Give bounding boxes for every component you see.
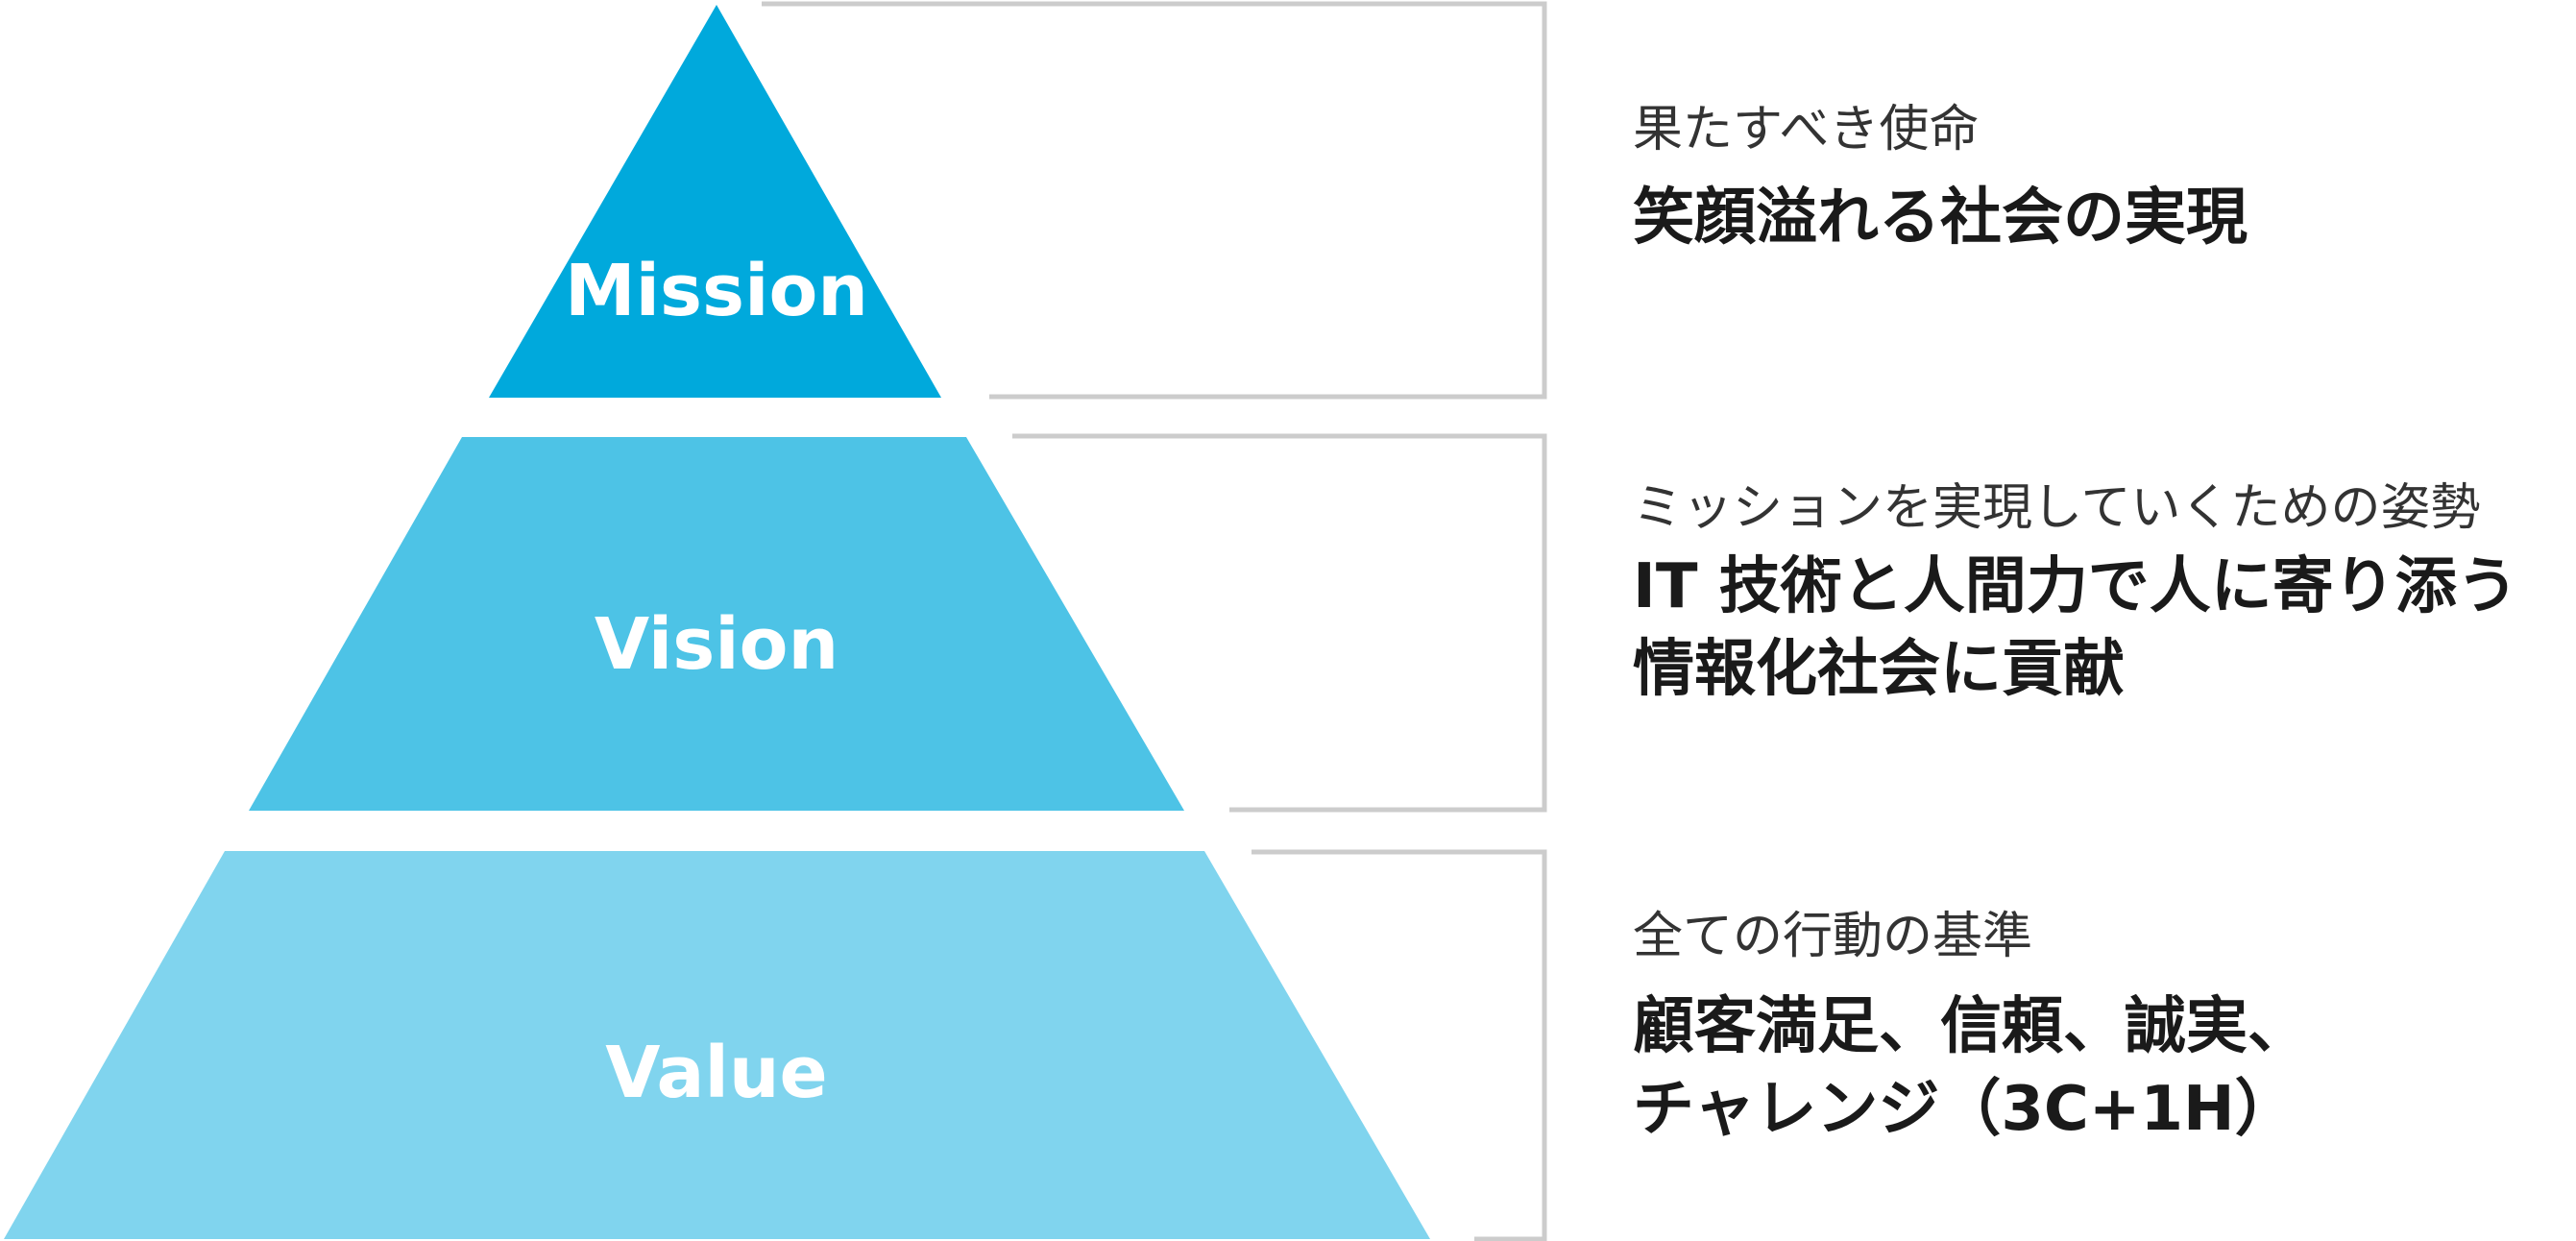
vision-tier <box>249 437 1184 811</box>
mission-description: 果たすべき使命 笑顔溢れる社会の実現 <box>1633 100 2248 259</box>
value-statement-line: チャレンジ（3C+1H） <box>1633 1074 2297 1145</box>
value-bracket <box>1252 849 1547 1241</box>
mission-statement-line: 笑顔溢れる社会の実現 <box>1633 182 2248 254</box>
vision-description: ミッションを実現していくための姿勢 IT 技術と人間力で人に寄り添う 情報化社会… <box>1633 478 2518 711</box>
vision-label: Vision <box>595 603 838 686</box>
value-statement: 顧客満足、信頼、誠実、 チャレンジ（3C+1H） <box>1633 986 2309 1151</box>
mission-statement: 笑顔溢れる社会の実現 <box>1633 177 2248 259</box>
value-description: 全ての行動の基準 顧客満足、信頼、誠実、 チャレンジ（3C+1H） <box>1633 907 2309 1151</box>
vision-statement-line: IT 技術と人間力で人に寄り添う <box>1633 551 2518 622</box>
vision-subtitle: ミッションを実現していくための姿勢 <box>1633 479 2481 537</box>
vision-statement: IT 技術と人間力で人に寄り添う 情報化社会に貢献 <box>1633 546 2518 711</box>
mission-bracket <box>762 1 1547 400</box>
vision-statement-line: 情報化社会に貢献 <box>1633 634 2125 705</box>
value-tier <box>4 851 1430 1239</box>
value-subtitle: 全ての行動の基準 <box>1633 908 2033 965</box>
mission-subtitle: 果たすべき使命 <box>1633 101 1980 158</box>
value-label: Value <box>605 1032 827 1114</box>
mission-label: Mission <box>565 250 868 332</box>
mission-tier <box>489 5 941 398</box>
vision-bracket <box>1012 433 1547 813</box>
value-statement-line: 顧客満足、信頼、誠実、 <box>1633 991 2309 1062</box>
